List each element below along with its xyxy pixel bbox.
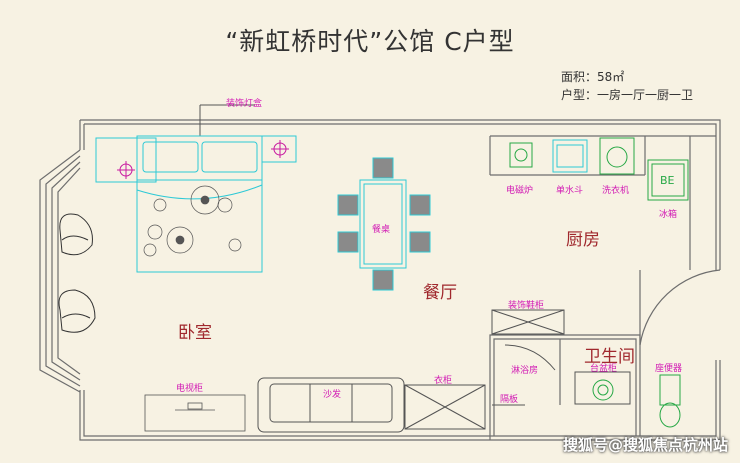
room-label-dining: 餐厅: [423, 283, 457, 303]
sofa: [257, 377, 405, 433]
label-washer: 洗衣机: [602, 186, 630, 196]
bed: [136, 135, 263, 273]
light-box: [95, 104, 297, 183]
bed-flower-pattern: [143, 185, 242, 257]
room-label-bedroom: 卧室: [178, 323, 212, 343]
room-label-kitchen: 厨房: [566, 230, 600, 250]
wardrobe: [404, 384, 525, 430]
label-induction-cooker: 电磁炉: [506, 186, 534, 196]
window-chairs: [58, 213, 96, 333]
kitchen-appliances: [509, 137, 689, 201]
info-box: 面积：58㎡ 户型：一房一厅一厨一卫: [561, 68, 693, 104]
shoe-cabinet: [491, 309, 565, 335]
page-title: “新虹桥时代”公馆 C户型: [225, 27, 515, 56]
walls: [39, 119, 721, 441]
fridge-mark: BE: [660, 174, 675, 187]
label-tv-cabinet: 电视柜: [176, 384, 204, 394]
bathroom-fixtures: [504, 344, 681, 428]
label-wardrobe: 衣柜: [434, 376, 453, 386]
label-sofa: 沙发: [323, 390, 342, 400]
watermark: 搜狐号@搜狐焦点杭州站: [562, 436, 728, 454]
label-shower: 淋浴房: [511, 366, 539, 376]
label-light-box: 装饰灯盒: [226, 99, 263, 109]
label-shoe-cabinet: 装饰鞋柜: [508, 301, 545, 311]
label-fridge: 冰箱: [659, 210, 678, 220]
area-text: 面积：58㎡: [561, 70, 625, 84]
layout-text: 户型：一房一厅一厨一卫: [561, 88, 694, 102]
dining-chairs: [337, 157, 431, 291]
label-sink: 单水斗: [556, 186, 584, 196]
tv-cabinet: [144, 394, 246, 432]
room-label-bathroom: 卫生间: [584, 347, 635, 367]
label-basin: 台盆柜: [590, 364, 618, 374]
dining-table: [359, 179, 407, 269]
label-partition: 隔板: [500, 395, 519, 405]
label-toilet: 座便器: [655, 364, 683, 374]
label-dining-table: 餐桌: [372, 225, 391, 235]
